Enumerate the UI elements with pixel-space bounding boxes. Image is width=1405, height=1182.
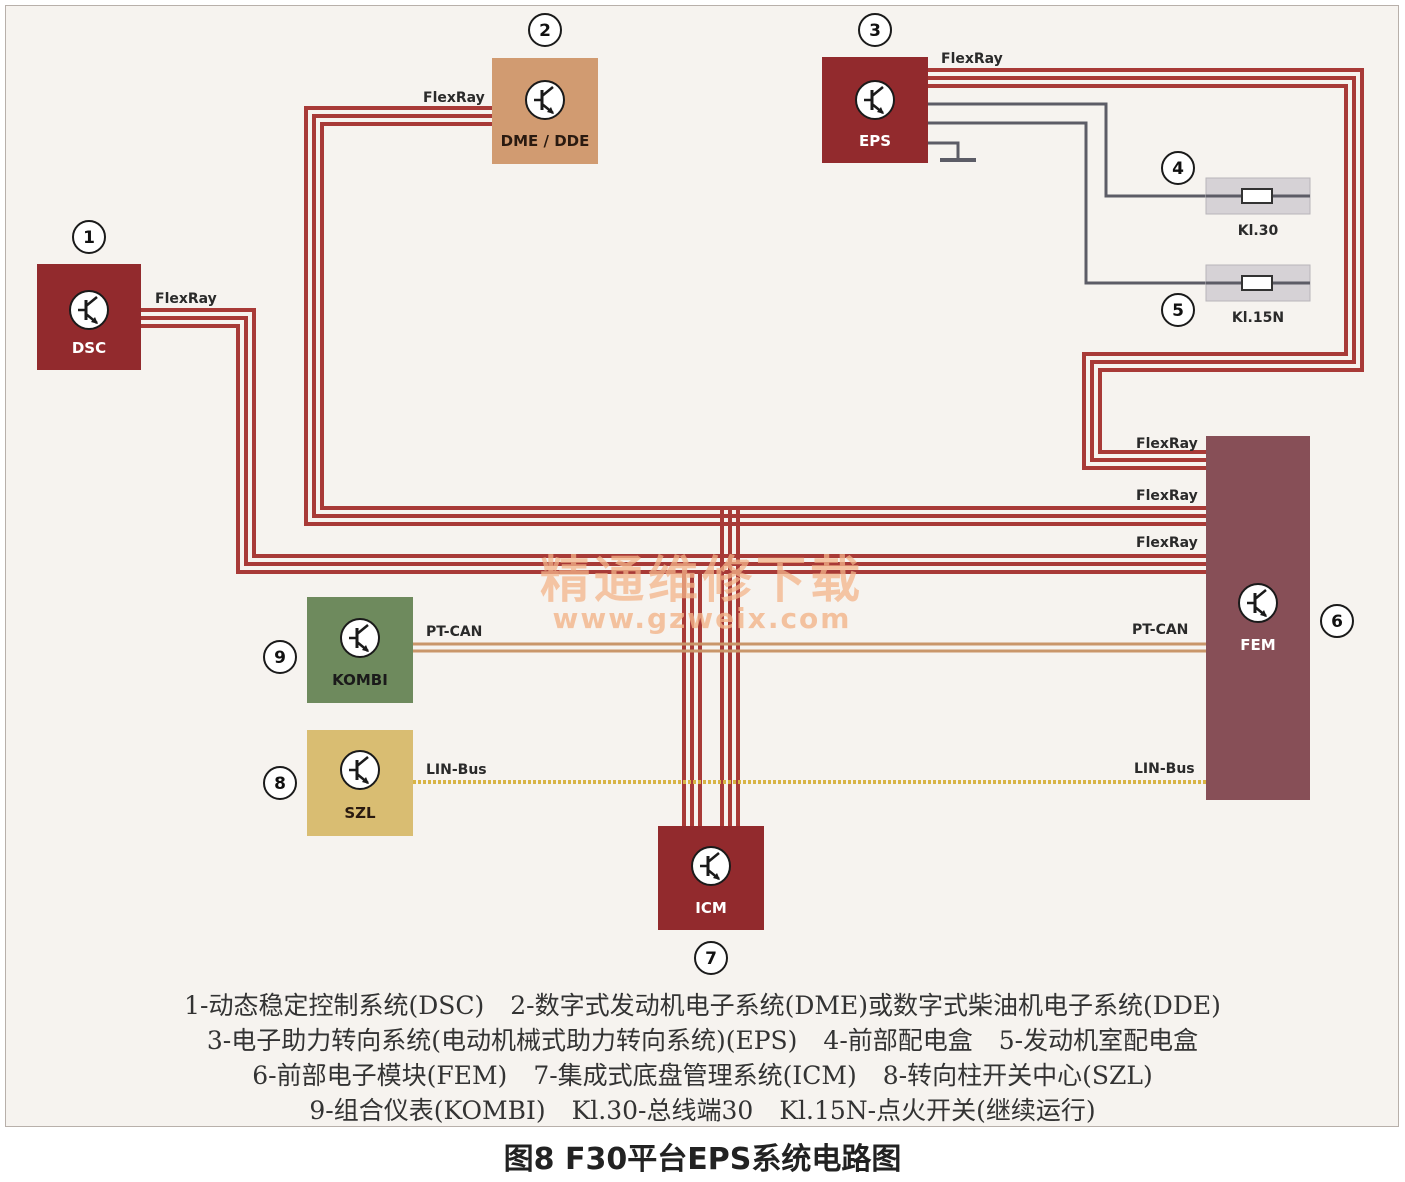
module-eps: EPS — [822, 57, 928, 163]
legend-item: Kl.30-总线端30 — [571, 1096, 754, 1125]
legend-item: 8-转向柱开关中心(SZL) — [882, 1061, 1153, 1090]
legend-line-2: 3-电子助力转向系统(电动机械式助力转向系统)(EPS) 4-前部配电盒 5-发动机… — [0, 1023, 1405, 1058]
bus-label-fem-flexray-2: FlexRay — [1136, 488, 1198, 504]
module-dme-label: DME / DDE — [501, 132, 590, 150]
module-icm-label: ICM — [695, 899, 727, 917]
bus-label-fem-flexray-3: FlexRay — [1136, 535, 1198, 551]
flexray-bus-dsc — [141, 308, 1206, 574]
bus-label-szl-linbus: LIN-Bus — [426, 762, 487, 778]
legend-line-1: 1-动态稳定控制系统(DSC) 2-数字式发动机电子系统(DME)或数字式柴油机电… — [0, 988, 1405, 1023]
figure-caption: 图8 F30平台EPS系统电路图 — [503, 1142, 902, 1177]
bus-label-dsc-flexray: FlexRay — [155, 291, 217, 307]
legend-item: 9-组合仪表(KOMBI) — [309, 1096, 546, 1125]
transistor-icon — [524, 79, 566, 121]
fuse-kl15n-label: Kl.15N — [1232, 310, 1284, 326]
watermark-url: www.gzweix.com — [553, 602, 852, 635]
flexray-bus-eps — [928, 68, 1364, 470]
legend: 1-动态稳定控制系统(DSC) 2-数字式发动机电子系统(DME)或数字式柴油机电… — [0, 988, 1405, 1128]
module-dme-dde: DME / DDE — [492, 58, 598, 164]
module-fem: FEM — [1206, 436, 1310, 800]
badge-8: 8 — [274, 774, 286, 794]
badge-9: 9 — [274, 648, 286, 668]
legend-item: Kl.15N-点火开关(继续运行) — [779, 1096, 1096, 1125]
module-dsc: DSC — [37, 264, 141, 370]
watermark-chinese: 精通维修下载 — [540, 551, 864, 609]
module-szl: SZL — [307, 730, 413, 836]
bus-label-fem-flexray-1: FlexRay — [1136, 436, 1198, 452]
pt-can-bus — [413, 642, 1206, 653]
eps-circuit-diagram: Kl.30 Kl.15N DSC DME / DDE EPS FEM KOMBI… — [37, 13, 1364, 975]
transistor-icon — [339, 617, 381, 659]
transistor-icon — [339, 749, 381, 791]
bus-label-kombi-ptcan: PT-CAN — [426, 624, 482, 640]
badge-4: 4 — [1172, 159, 1184, 179]
bus-label-eps-flexray: FlexRay — [941, 51, 1003, 67]
fuse-kl30 — [1205, 177, 1311, 215]
bus-label-fem-linbus: LIN-Bus — [1134, 761, 1195, 777]
transistor-icon — [68, 289, 110, 331]
module-kombi: KOMBI — [307, 597, 413, 703]
module-kombi-label: KOMBI — [332, 671, 388, 689]
legend-item: 2-数字式发动机电子系统(DME)或数字式柴油机电子系统(DDE) — [510, 991, 1221, 1020]
module-szl-label: SZL — [344, 804, 376, 822]
badge-1: 1 — [83, 228, 95, 248]
bus-label-dme-flexray: FlexRay — [423, 90, 485, 106]
legend-item: 1-动态稳定控制系统(DSC) — [184, 991, 485, 1020]
legend-item: 3-电子助力转向系统(电动机械式助力转向系统)(EPS) — [206, 1026, 798, 1055]
fuse-kl30-label: Kl.30 — [1238, 223, 1279, 239]
flexray-bus-dme — [304, 106, 1206, 526]
legend-item: 4-前部配电盒 — [823, 1026, 973, 1055]
legend-line-4: 9-组合仪表(KOMBI) Kl.30-总线端30 Kl.15N-点火开关(继续运行… — [0, 1093, 1405, 1128]
badge-6: 6 — [1331, 612, 1343, 632]
badge-7: 7 — [705, 949, 717, 969]
bus-label-fem-ptcan: PT-CAN — [1132, 622, 1188, 638]
badge-5: 5 — [1172, 301, 1184, 321]
legend-item: 6-前部电子模块(FEM) — [252, 1061, 508, 1090]
badge-3: 3 — [869, 21, 881, 41]
number-badges — [72, 13, 1354, 975]
module-icm: ICM — [658, 826, 764, 930]
module-eps-label: EPS — [859, 132, 891, 150]
transistor-icon — [1237, 582, 1279, 624]
badge-2: 2 — [539, 21, 551, 41]
module-dsc-label: DSC — [72, 339, 106, 357]
legend-line-3: 6-前部电子模块(FEM) 7-集成式底盘管理系统(ICM) 8-转向柱开关中心(S… — [0, 1058, 1405, 1093]
transistor-icon — [854, 79, 896, 121]
module-fem-label: FEM — [1240, 636, 1275, 654]
fuse-kl15n — [1205, 264, 1311, 302]
legend-item: 7-集成式底盘管理系统(ICM) — [533, 1061, 857, 1090]
transistor-icon — [690, 845, 732, 887]
legend-item: 5-发动机室配电盒 — [998, 1026, 1199, 1055]
